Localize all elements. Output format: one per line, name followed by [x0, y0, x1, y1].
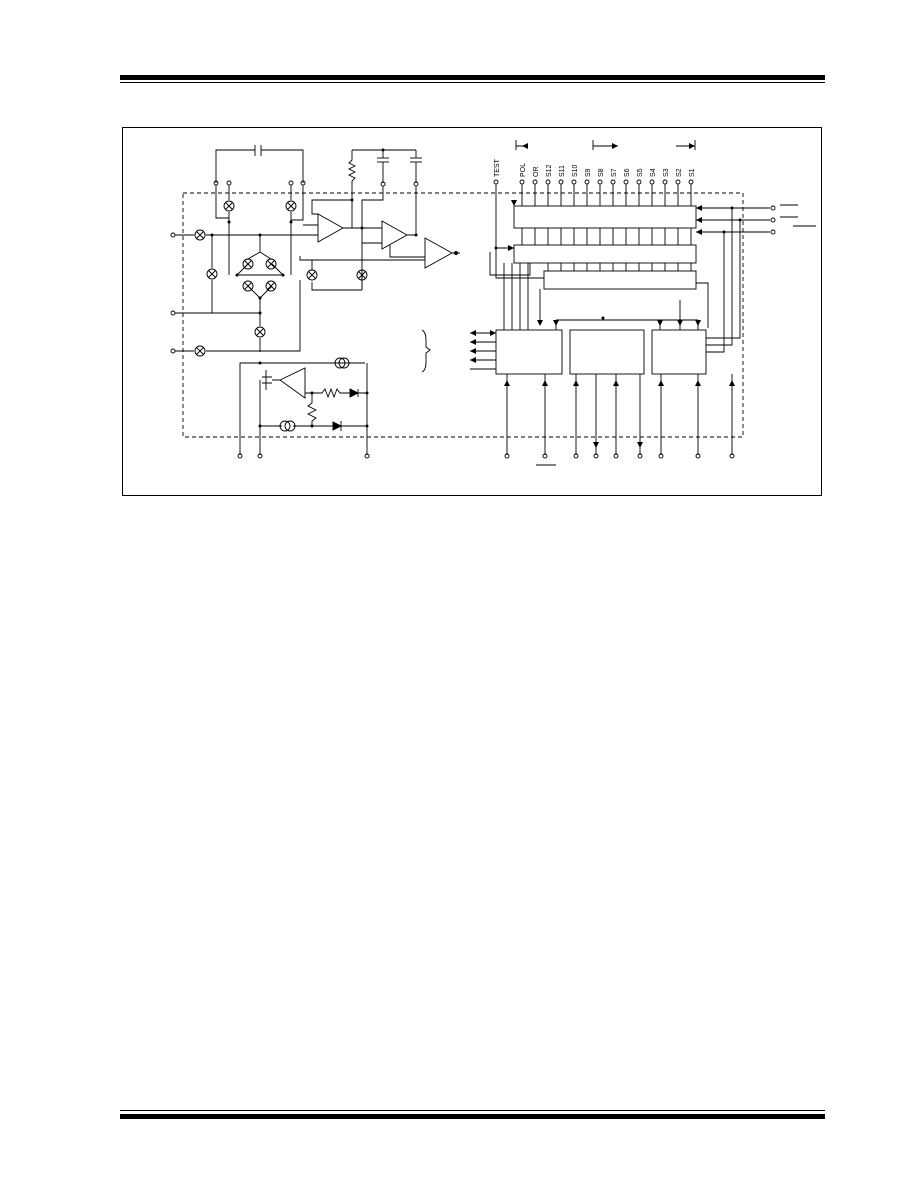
pin-label-segment: S9 [585, 168, 592, 177]
pin-label-pol: POL [520, 163, 527, 177]
control-logic-block [495, 329, 563, 375]
switch-icon [223, 200, 235, 212]
clock-divider-block [651, 329, 707, 375]
block-diagram-frame [122, 127, 822, 496]
chip-boundary [182, 192, 744, 438]
pin-label-segment: S7 [611, 168, 618, 177]
pin-label-segment: S8 [598, 168, 605, 177]
pin-label-segment: S11 [559, 165, 566, 177]
pin-label-segment: S2 [676, 168, 683, 177]
reference-amplifier [279, 367, 306, 399]
pin-label-test: TEST [494, 158, 501, 177]
oscillator-block [569, 329, 645, 375]
pin-label-or: OR [533, 167, 540, 178]
latch-block [513, 244, 697, 264]
pin-label-segment: S12 [546, 164, 553, 177]
integrator-amplifier [381, 220, 408, 250]
counter-block [543, 270, 697, 290]
comparator [424, 237, 453, 269]
switch-icon [194, 229, 206, 241]
switch-icon [285, 200, 297, 212]
pin-label-segment: S5 [637, 168, 644, 177]
segment-driver-block [513, 205, 697, 229]
header-rule-thick [120, 75, 825, 80]
buffer-amplifier [317, 213, 344, 243]
footer-rule-thick [120, 1114, 825, 1119]
pin-label-segment: S4 [650, 168, 657, 177]
integrator-capacitor-wires [215, 149, 304, 183]
footer-rule-thin [120, 1110, 825, 1111]
pin-label-segment: S3 [663, 168, 670, 177]
pin-label-segment: S1 [689, 168, 696, 177]
header-rule-thin [120, 82, 825, 83]
pin-label-segment: S10 [572, 164, 579, 177]
pin-label-segment: S6 [624, 168, 631, 177]
